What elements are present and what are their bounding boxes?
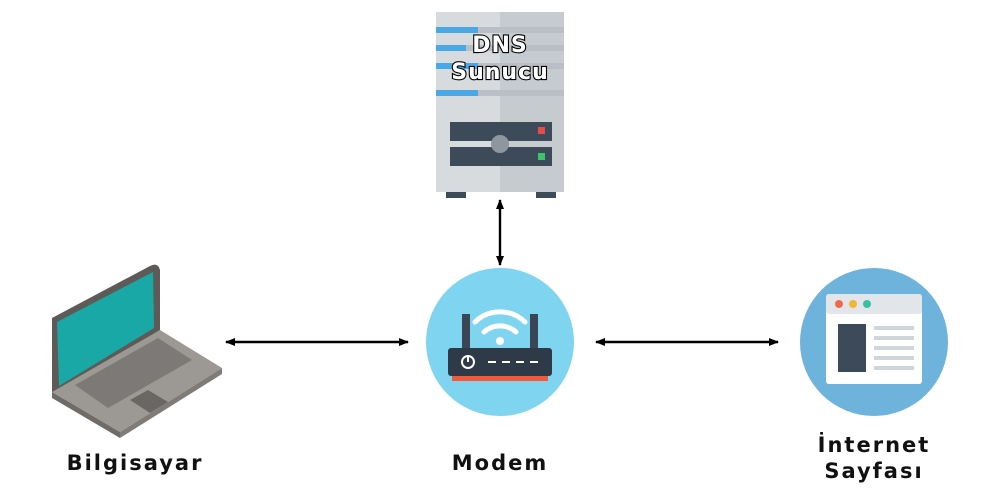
router-icon [426,268,574,416]
laptop-icon [52,264,222,438]
dns-label-line1: DNS [472,33,528,58]
dns-label-line2: Sunucu [451,60,549,85]
webpage-icon [800,268,948,416]
computer-label: Bilgisayar [66,451,204,475]
webpage-label-line2: Sayfası [824,459,924,484]
modem-label: Modem [451,451,549,475]
webpage-label-line1: İnternet [817,433,931,457]
server-icon [436,12,564,198]
webpage-label: İnternet Sayfası [774,432,974,485]
